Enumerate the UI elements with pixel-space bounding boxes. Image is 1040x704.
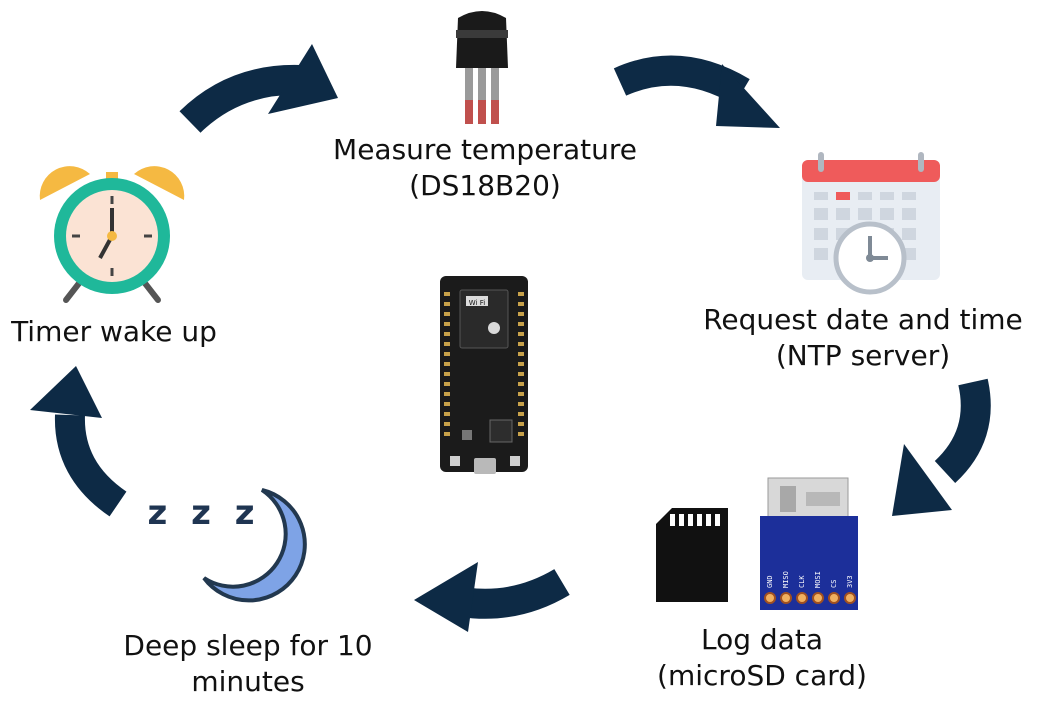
step-wake-title: Timer wake up	[11, 315, 217, 348]
sd-pin-label: GND	[766, 575, 774, 588]
sd-pin-label: 3V3	[846, 575, 854, 588]
arrow-sleep-to-wake	[30, 366, 127, 517]
step-log-subtitle: (microSD card)	[657, 659, 867, 692]
step-request-label: Request date and time (NTP server)	[688, 302, 1038, 374]
step-request-title: Request date and time	[703, 303, 1023, 336]
wifi-badge: Wi Fi	[469, 299, 485, 307]
moon-icon	[202, 488, 307, 603]
step-measure-subtitle: (DS18B20)	[409, 169, 561, 202]
arrow-request-to-log	[892, 378, 991, 516]
step-wake-label: Timer wake up	[0, 314, 228, 350]
temperature-sensor-icon	[456, 11, 508, 124]
sleep-z-symbol: z z z	[147, 493, 260, 533]
arrow-log-to-sleep	[414, 562, 570, 632]
step-sleep-subtitle: minutes	[191, 665, 305, 698]
sd-card-icon	[656, 508, 728, 602]
calendar-clock-icon	[802, 152, 940, 295]
sd-module-icon: GND MISO CLK MOSI CS 3V3	[760, 477, 858, 610]
esp32-board-icon: Wi Fi	[440, 276, 528, 474]
sd-pin-label: CS	[830, 580, 838, 588]
step-sleep-title: Deep sleep for 10	[123, 629, 373, 662]
step-log-label: Log data (microSD card)	[632, 622, 892, 694]
step-log-title: Log data	[701, 623, 823, 656]
sd-pin-label: MISO	[782, 571, 790, 588]
sd-pin-label: CLK	[798, 575, 806, 588]
step-measure-title: Measure temperature	[333, 133, 637, 166]
alarm-clock-icon	[39, 166, 185, 303]
step-sleep-label: Deep sleep for 10 minutes	[98, 628, 398, 700]
sd-pin-label: MOSI	[814, 571, 822, 588]
arrow-wake-to-measure	[179, 44, 338, 133]
step-request-subtitle: (NTP server)	[775, 339, 951, 372]
step-measure-label: Measure temperature (DS18B20)	[300, 132, 670, 204]
arrow-measure-to-request	[613, 55, 780, 128]
